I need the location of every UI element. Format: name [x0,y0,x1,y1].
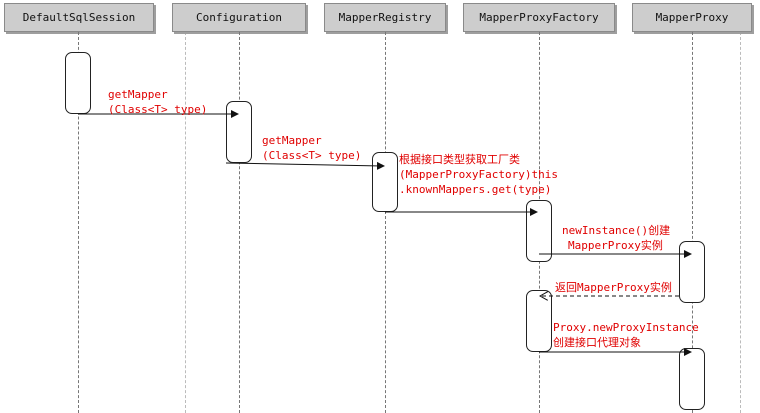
message-label-2: getMapper (Class<T> type) [262,133,361,163]
activation-mapper-proxy-1 [679,241,705,303]
participant-mapper-proxy-factory: MapperProxyFactory [463,3,615,32]
participant-mapper-registry: MapperRegistry [324,3,446,32]
message-text: getMapper [108,88,168,101]
message-label-6: Proxy.newProxyInstance 创建接口代理对象 [553,320,699,350]
message-text: MapperProxy实例 [568,239,663,252]
activation-mapper-proxy-2 [679,348,705,410]
participant-default-sql-session: DefaultSqlSession [4,3,154,32]
message-text: 创建接口代理对象 [553,336,641,349]
message-text: (MapperProxyFactory)this [399,168,558,181]
message-text: newInstance()创建 [562,224,671,237]
message-arrow-2 [225,161,385,170]
participant-label: Configuration [195,11,283,24]
message-text: (Class<T> type) [262,149,362,162]
participant-label: MapperProxyFactory [479,11,599,24]
activation-configuration [226,101,252,163]
participant-configuration: Configuration [172,3,306,32]
lifeline-configuration [239,32,240,413]
message-label-3: 根据接口类型获取工厂类 (MapperProxyFactory)this .kn… [399,152,558,197]
message-label-1: getMapper (Class<T> type) [108,87,207,117]
message-label-5: 返回MapperProxy实例 [555,280,672,295]
message-text: Proxy.newProxyInstance [553,321,699,334]
activation-default-sql-session [65,52,91,114]
message-text: 根据接口类型获取工厂类 [399,153,520,166]
participant-label: MapperRegistry [338,11,432,24]
lifeline-mapper-proxy [692,32,693,413]
frame-right-edge [740,32,741,413]
participant-mapper-proxy: MapperProxy [632,3,752,32]
participant-label: DefaultSqlSession [22,11,136,24]
lifeline-default-sql-session [78,32,79,413]
message-text: .knownMappers.get(type) [399,183,552,196]
frame-left-edge [185,32,186,413]
lifeline-mapper-registry [385,32,386,413]
message-text: 返回MapperProxy实例 [555,281,672,294]
participant-label: MapperProxy [655,11,729,24]
message-text: getMapper [262,134,322,147]
message-label-4: newInstance()创建 MapperProxy实例 [562,223,670,253]
message-text: (Class<T> type) [108,103,208,116]
